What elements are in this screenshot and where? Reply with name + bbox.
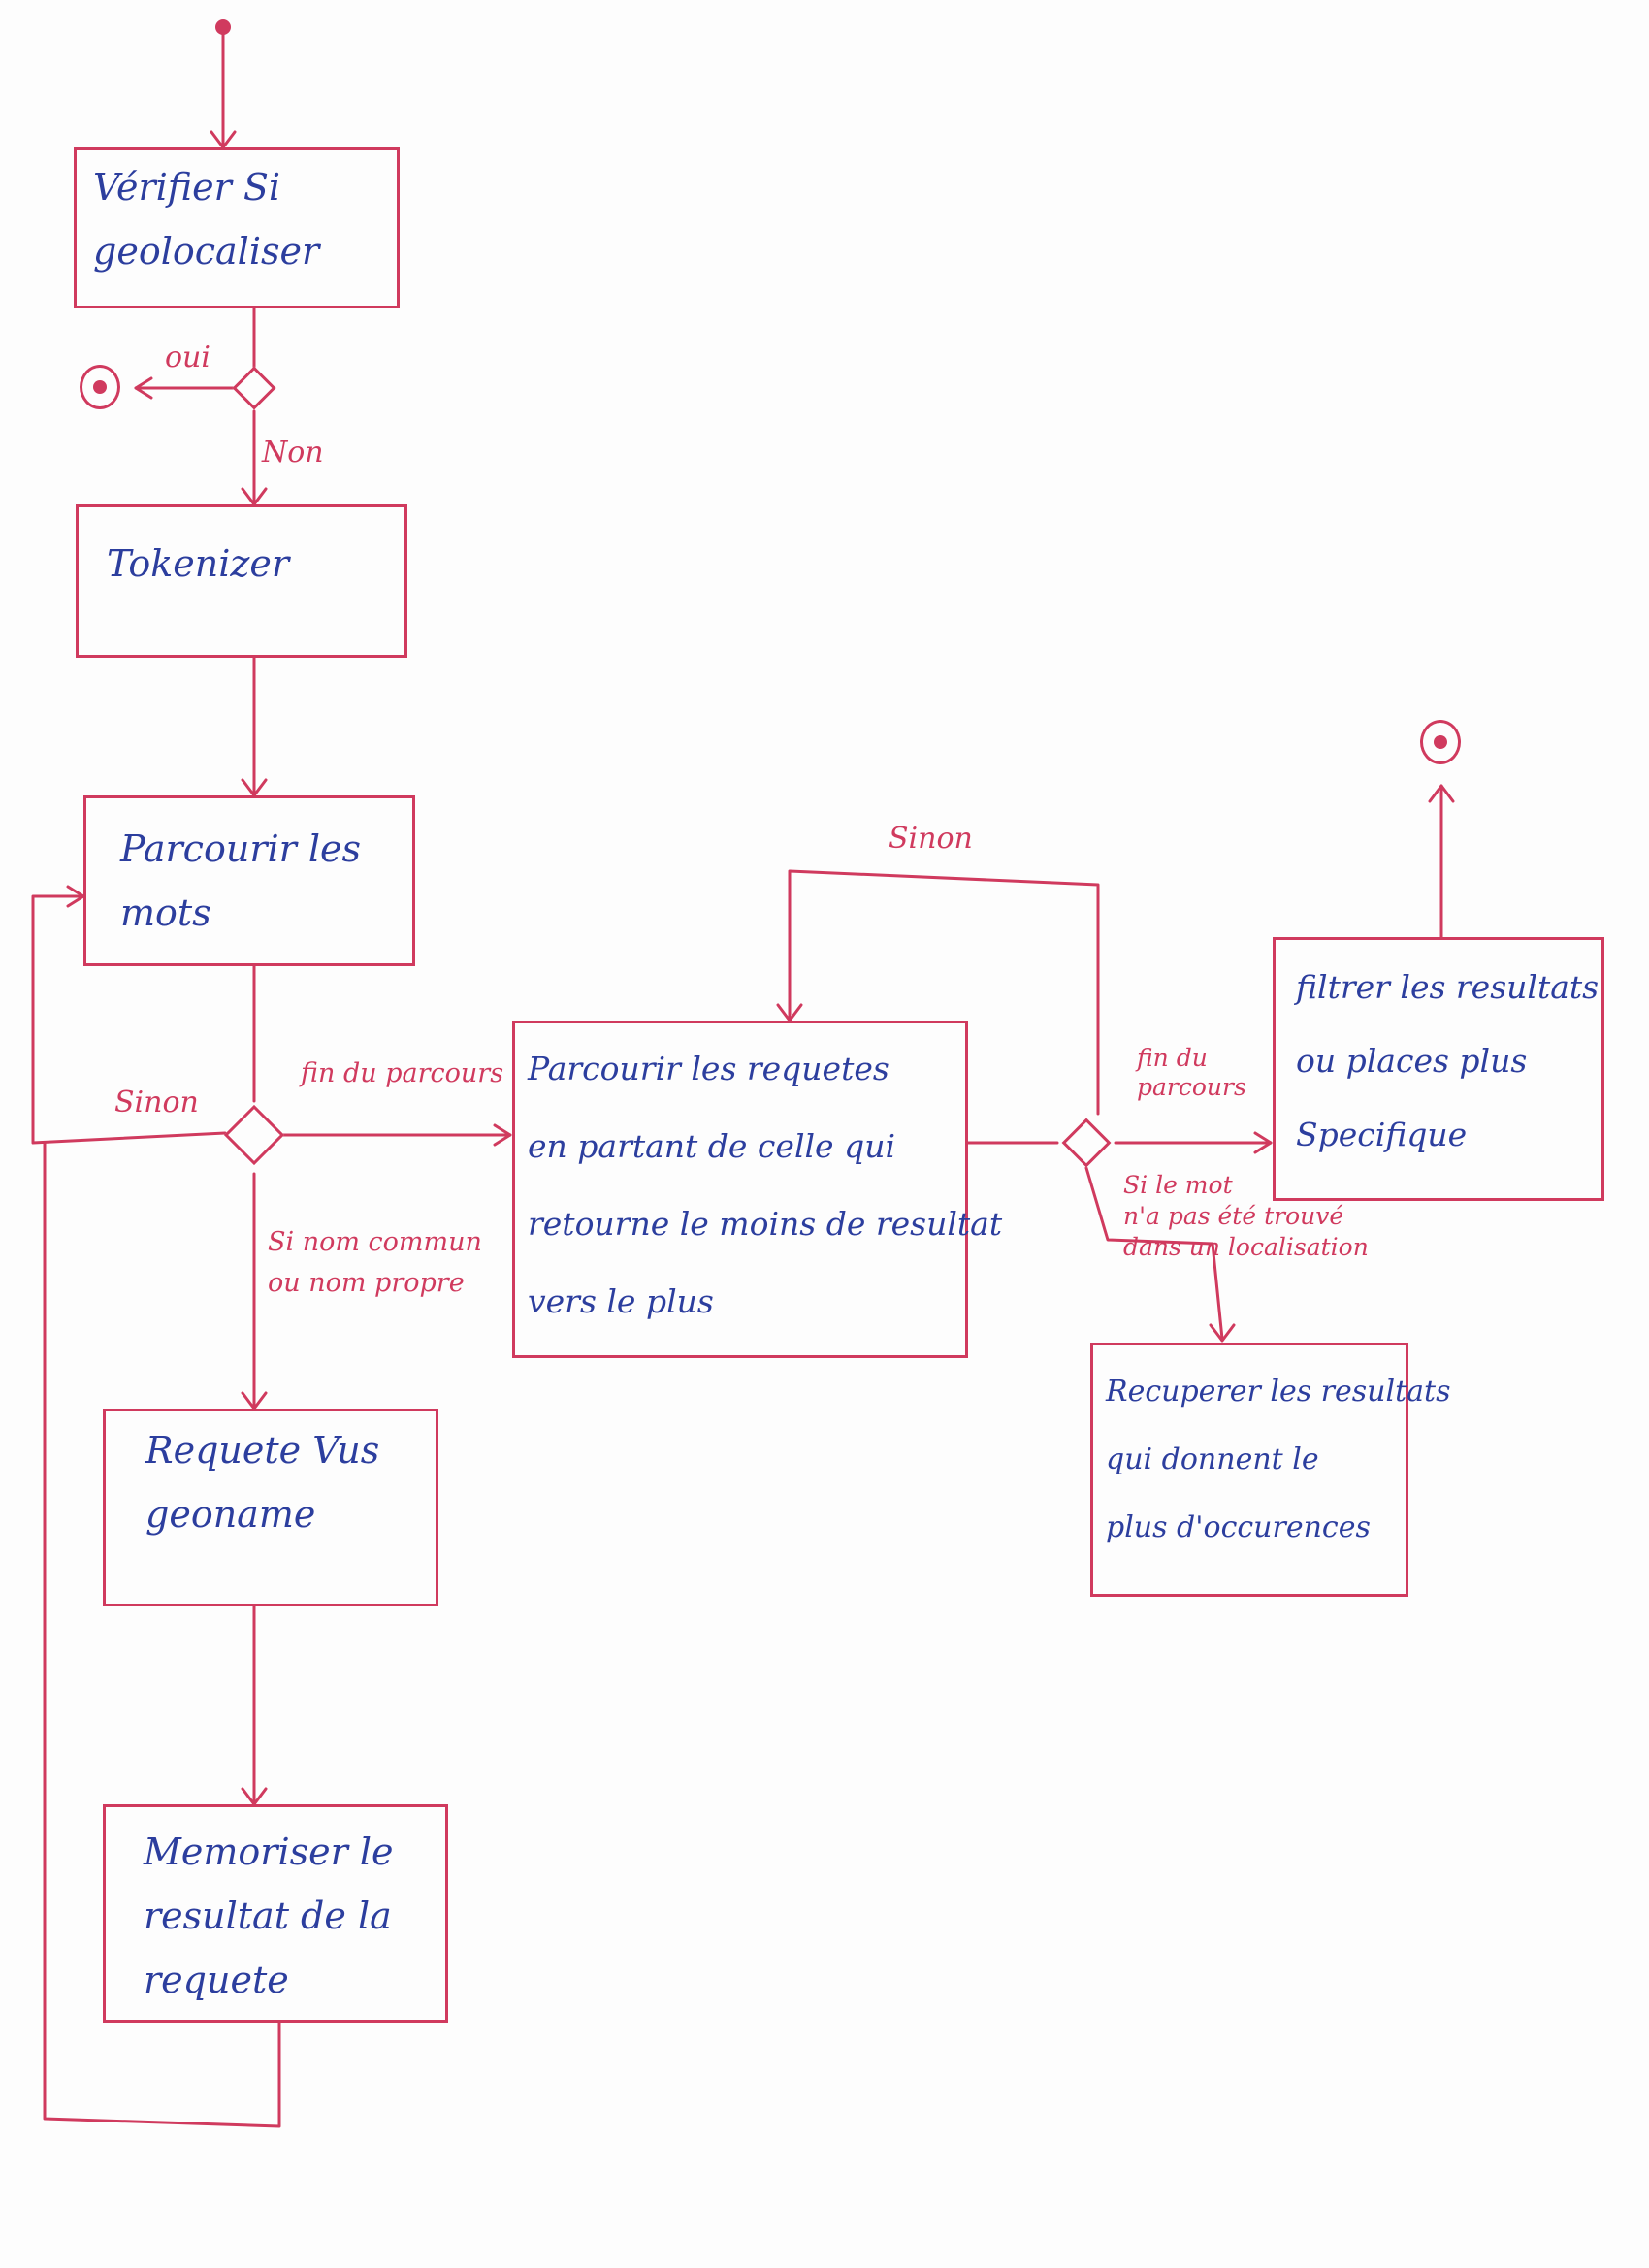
text-parcourir-requetes: Parcourir les requetes en partant de cel… — [528, 1050, 1003, 1320]
label-fin-du-parcours-1: fin du parcours — [301, 1058, 504, 1088]
edge-sinon-loop-top — [788, 869, 1100, 1116]
label-fin-du-parcours-2: fin du parcours — [1137, 1044, 1246, 1101]
text-recuperer-resultats: Recuperer les resultats qui donnent le p… — [1106, 1375, 1451, 1544]
final-state-left — [80, 365, 120, 409]
text-tokenizer: Tokenizer — [107, 542, 290, 585]
label-sinon-left: Sinon — [114, 1085, 199, 1119]
initial-state-dot — [215, 19, 231, 35]
text-requete-geoname: Requete Vus geoname — [146, 1429, 380, 1536]
final-state-right — [1420, 720, 1461, 764]
box-verifier-geolocaliser — [74, 147, 400, 308]
box-filtrer-resultats — [1273, 937, 1604, 1201]
box-parcourir-requetes — [512, 1021, 968, 1358]
label-oui: oui — [165, 340, 210, 374]
label-sinon-top: Sinon — [889, 822, 973, 856]
text-memoriser-resultat: Memoriser le resultat de la requete — [144, 1831, 394, 2001]
text-verifier-geolocaliser: Vérifier Si geolocaliser — [93, 166, 320, 273]
box-memoriser-resultat — [103, 1804, 448, 2023]
box-tokenizer — [76, 504, 407, 658]
edge-memoriser-loop-back — [43, 1141, 281, 2128]
label-non: Non — [262, 436, 324, 470]
edge-sinon-loop-left — [31, 894, 227, 1145]
text-filtrer-resultats: filtrer les resultats ou places plus Spe… — [1296, 968, 1600, 1153]
label-si-le-mot: Si le mot n'a pas été trouvé dans un loc… — [1123, 1171, 1369, 1261]
edge-decision-to-recuperer — [1084, 1166, 1224, 1341]
box-requete-geoname — [103, 1409, 438, 1606]
box-recuperer-resultats — [1090, 1343, 1408, 1597]
text-parcourir-mots: Parcourir les mots — [120, 827, 362, 934]
box-parcourir-mots — [83, 795, 415, 966]
label-si-nom-commun: Si nom commun ou nom propre — [268, 1227, 482, 1298]
